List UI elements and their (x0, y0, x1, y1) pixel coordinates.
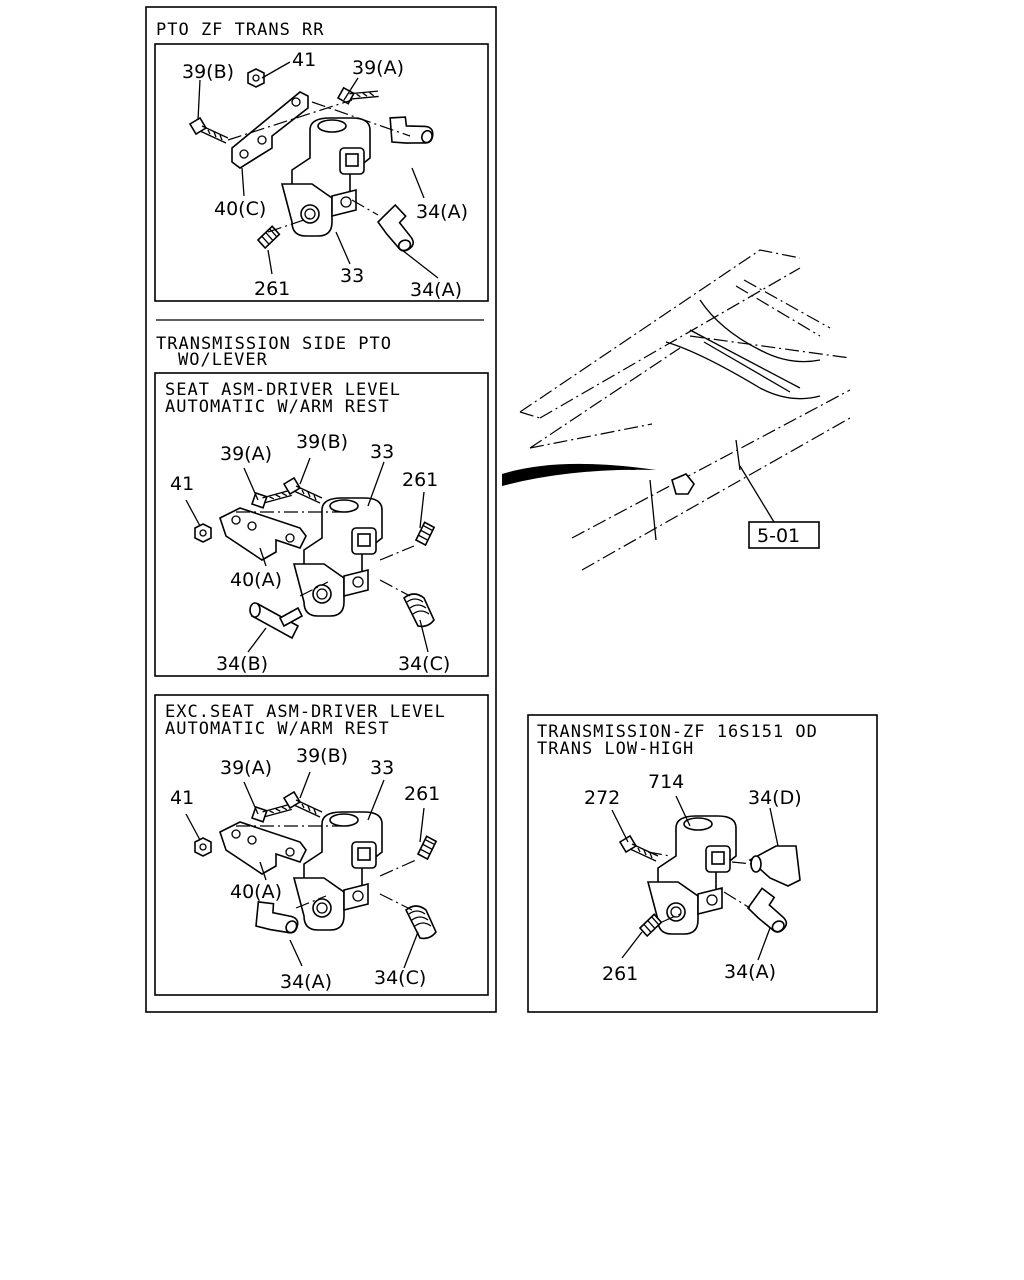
label-34c: 34(C) (374, 967, 426, 989)
label-41: 41 (292, 49, 316, 71)
label-40c: 40(C) (214, 198, 266, 220)
zf16s151-title: TRANSMISSION-ZF 16S151 OD (537, 722, 818, 742)
exc-seat-drawing (185, 771, 443, 969)
label-39a: 39(A) (220, 757, 272, 779)
label-39a: 39(A) (352, 57, 404, 79)
label-40a: 40(A) (230, 881, 282, 903)
exc-seat-panel (154, 694, 489, 996)
label-39b: 39(B) (182, 61, 234, 83)
left-column-frame (145, 6, 497, 1013)
pto-zf-title: PTO ZF TRANS RR (156, 20, 325, 40)
seat-level-subtitle: AUTOMATIC W/ARM REST (165, 397, 390, 417)
label-33: 33 (340, 265, 364, 287)
label-272: 272 (584, 787, 620, 809)
ref-5-01-box (748, 521, 820, 549)
label-39a: 39(A) (220, 443, 272, 465)
label-714: 714 (648, 771, 684, 793)
pto-zf-drawing (189, 61, 439, 279)
label-34a: 34(A) (724, 961, 776, 983)
seat-level-panel (154, 372, 489, 677)
seat-level-title: SEAT ASM-DRIVER LEVEL (165, 380, 401, 400)
exc-seat-title: EXC.SEAT ASM-DRIVER LEVEL (165, 702, 446, 722)
zf16s151-subtitle: TRANS LOW-HIGH (537, 739, 694, 759)
ref-5-01: 5-01 (757, 525, 800, 547)
zf16s151-drawing (611, 795, 801, 961)
label-261: 261 (402, 469, 438, 491)
label-41: 41 (170, 787, 194, 809)
trans-side-subtitle: WO/LEVER (178, 350, 268, 370)
trans-side-title: TRANSMISSION SIDE PTO (156, 334, 392, 354)
label-40a: 40(A) (230, 569, 282, 591)
label-41: 41 (170, 473, 194, 495)
zf16s151-panel (527, 714, 878, 1013)
label-33: 33 (370, 757, 394, 779)
label-261: 261 (254, 278, 290, 300)
label-39b: 39(B) (296, 745, 348, 767)
label-261: 261 (404, 783, 440, 805)
exc-seat-subtitle: AUTOMATIC W/ARM REST (165, 719, 390, 739)
label-261: 261 (602, 963, 638, 985)
label-39b: 39(B) (296, 431, 348, 453)
label-34b: 34(B) (216, 653, 268, 675)
label-34a-upper: 34(A) (416, 201, 468, 223)
pto-zf-panel (154, 43, 489, 302)
harness-shape (502, 463, 656, 486)
label-34d: 34(D) (748, 787, 802, 809)
frame-rail-drawing (502, 249, 851, 571)
seat-level-drawing (185, 457, 441, 653)
label-34c: 34(C) (398, 653, 450, 675)
label-33: 33 (370, 441, 394, 463)
label-34a: 34(A) (280, 971, 332, 993)
label-34a-lower: 34(A) (410, 279, 462, 301)
